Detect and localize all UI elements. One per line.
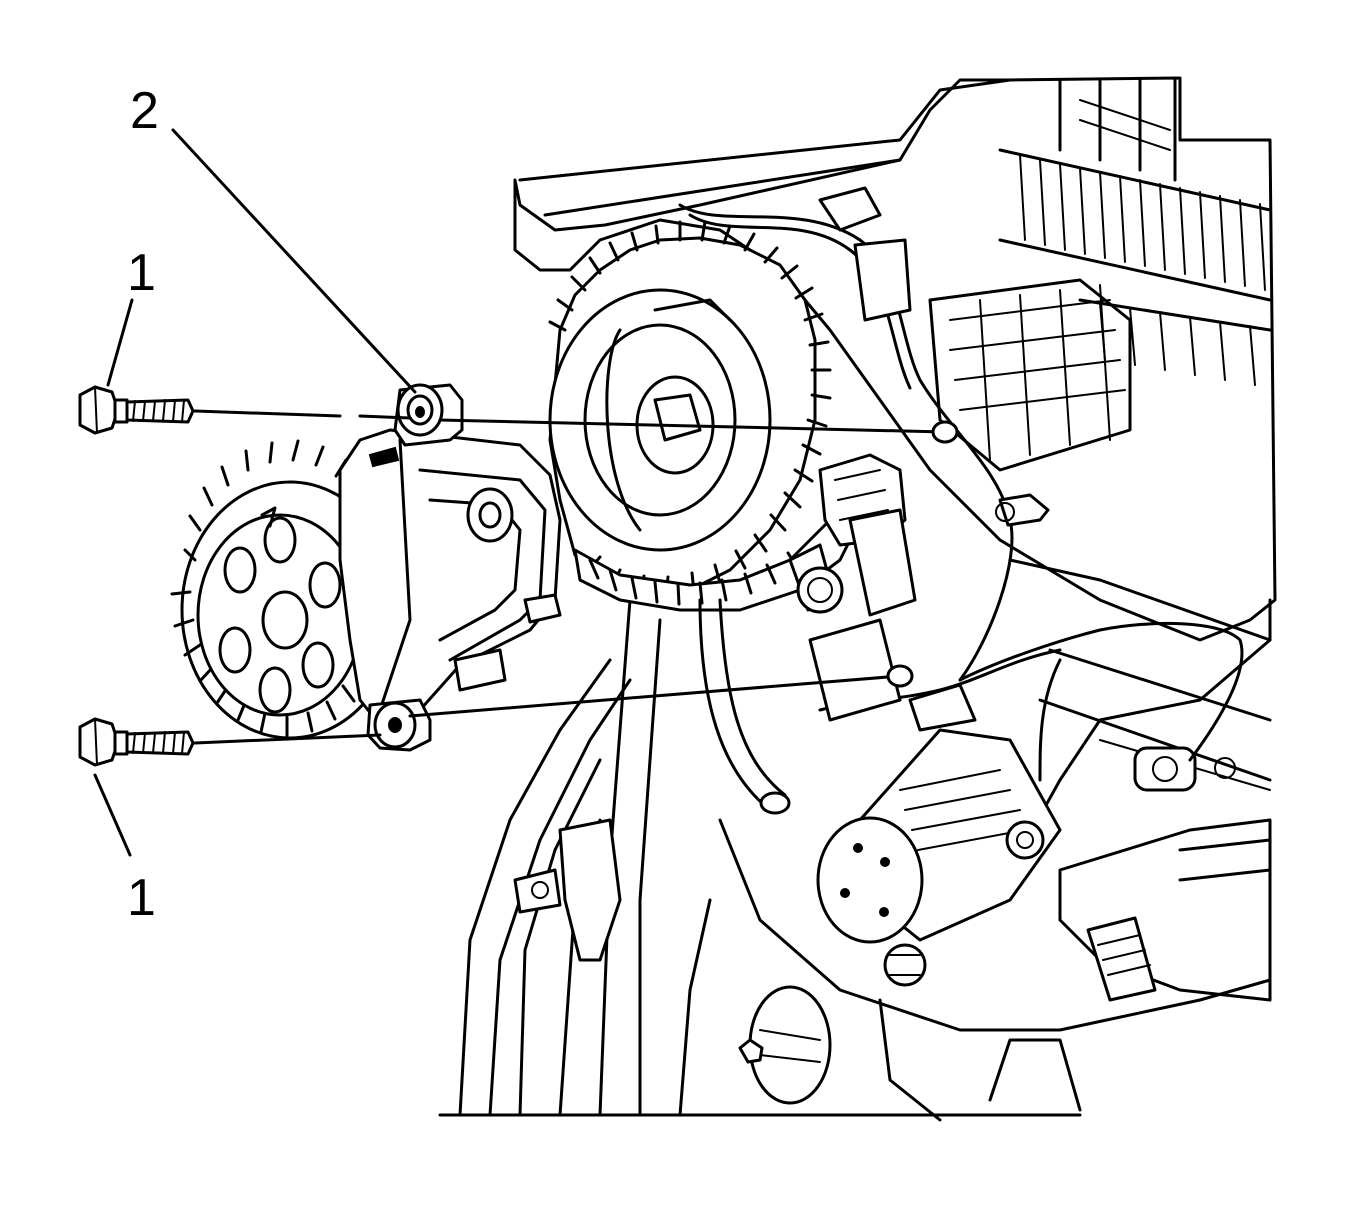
actuator-motor [816, 728, 1062, 987]
hvac-housing [438, 76, 1277, 1122]
louver-grid [928, 278, 1132, 472]
callout-2: 2 [130, 82, 159, 140]
callout-1-upper: 1 [127, 244, 156, 302]
leader-top-left-1 [106, 298, 134, 387]
lower-mounting-boss [366, 698, 432, 752]
leader-top-2 [171, 128, 417, 394]
alignment-lines [193, 409, 959, 745]
electrical-connector [1133, 746, 1236, 792]
mode-actuator-removed [170, 383, 562, 752]
linkage-arc [698, 453, 917, 815]
bolt-lower [78, 717, 195, 767]
lower-port-cap [738, 985, 832, 1105]
bolt-upper [78, 385, 195, 435]
callout-leaders [93, 128, 417, 857]
actuator-housing [338, 428, 562, 727]
leader-bottom-left-1 [93, 773, 132, 857]
callout-1-lower: 1 [127, 869, 156, 927]
wiring-harness [678, 186, 1244, 782]
mounting-grommet [393, 383, 464, 447]
mode-door-gear-large [548, 220, 862, 612]
